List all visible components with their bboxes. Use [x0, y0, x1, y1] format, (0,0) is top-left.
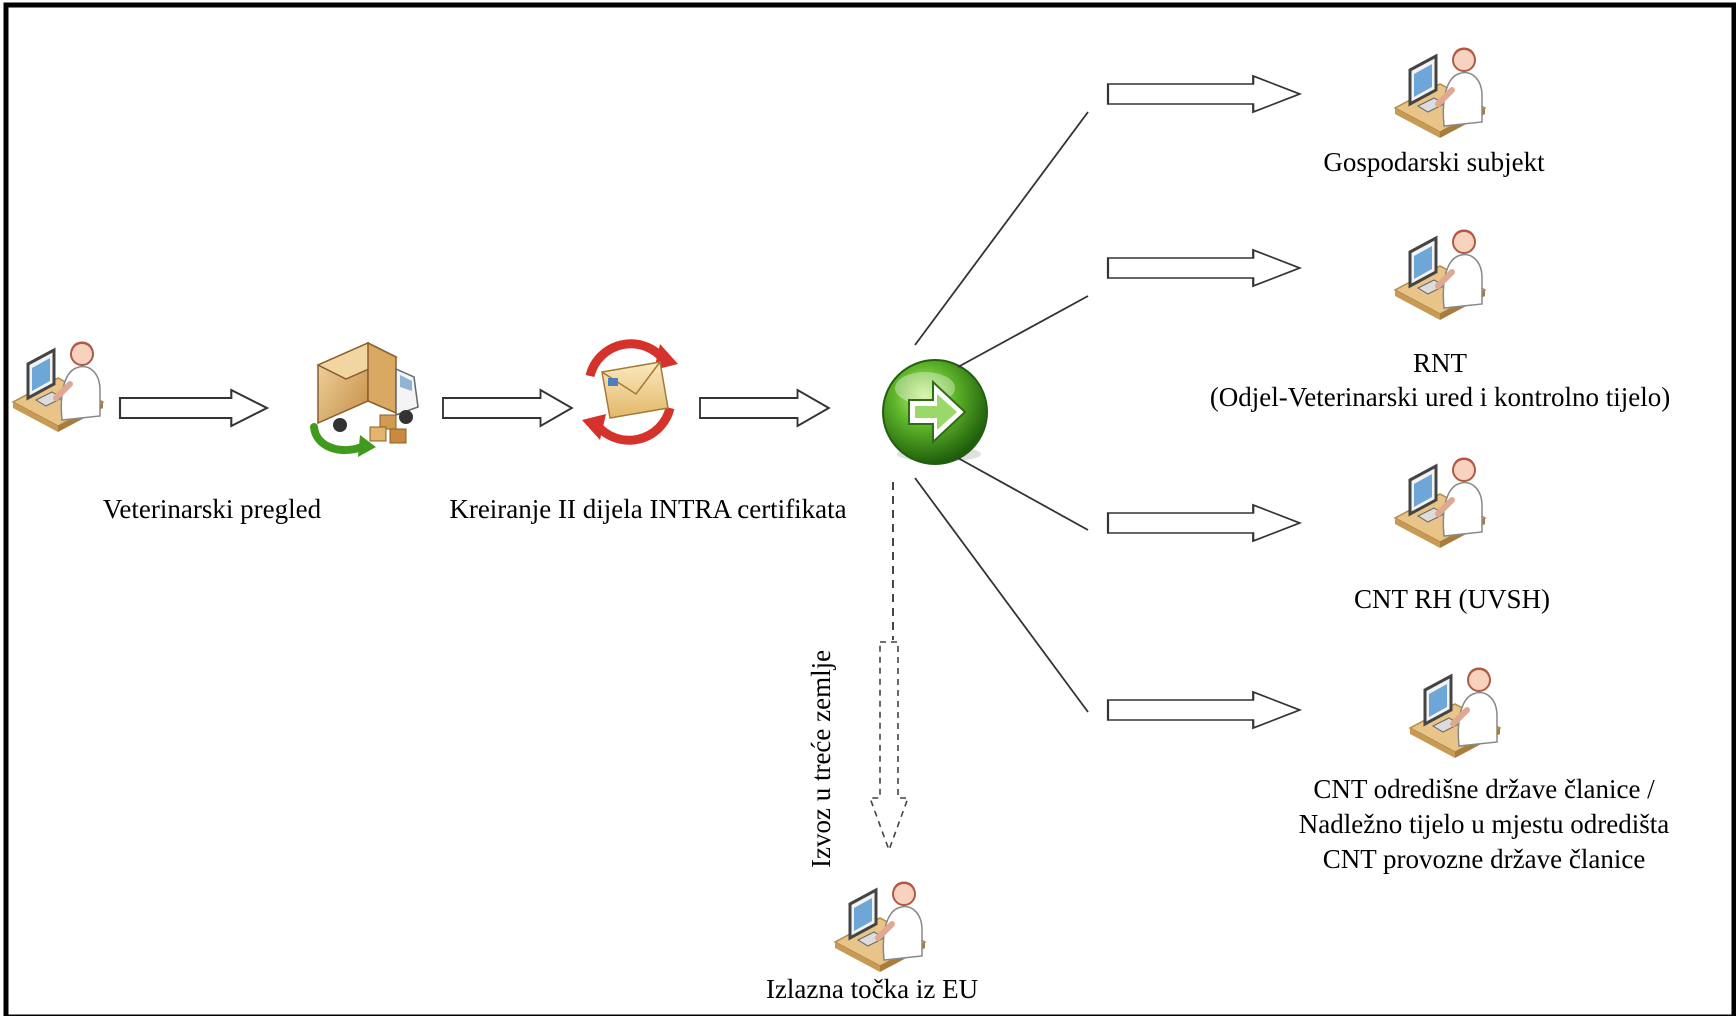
flow-arrow-rnt — [1106, 248, 1303, 288]
branch-line-economic — [914, 111, 1089, 346]
delivery-truck-icon — [310, 341, 419, 457]
label-rnt: RNT — [1413, 348, 1467, 378]
label-vet-inspection: Veterinarski pregled — [102, 494, 322, 524]
branch-line-cnt-rh — [957, 457, 1089, 531]
flow-arrow-cnt-rh — [1106, 503, 1303, 543]
label-exit-point: Izlazna točka iz EU — [765, 974, 979, 1004]
person-icon-vet — [13, 343, 103, 433]
flow-arrow-cnt-dest — [1106, 690, 1303, 730]
export-dashed-arrow — [868, 641, 910, 853]
label-export-third-countries: Izvoz u treće zemlje — [806, 649, 836, 868]
person-icon-cnt-dest — [1410, 669, 1500, 759]
person-icon-cnt-rh — [1395, 459, 1485, 549]
person-icon-rnt — [1395, 231, 1485, 321]
person-icon-exit — [835, 883, 925, 973]
label-create-certificate: Kreiranje II dijela INTRA certifikata — [449, 494, 847, 524]
green-arrow-button-icon — [882, 359, 988, 465]
label-cnt-rh: CNT RH (UVSH) — [1353, 584, 1551, 614]
label-cnt-dest-3: CNT provozne države članice — [1322, 844, 1646, 874]
person-icon-economic — [1395, 49, 1485, 139]
label-economic-operator: Gospodarski subjekt — [1323, 147, 1545, 177]
diagram-frame — [3, 2, 1736, 1016]
branch-line-cnt-dest — [914, 477, 1089, 713]
envelope-refresh-icon — [582, 339, 678, 445]
flow-arrow-3 — [699, 388, 831, 428]
flow-arrow-2 — [442, 388, 574, 428]
label-cnt-dest-2: Nadležno tijelo u mjestu odredišta — [1298, 809, 1670, 839]
flow-arrow-economic — [1106, 74, 1303, 114]
label-cnt-dest-1: CNT odredišne države članice / — [1313, 774, 1655, 804]
branch-line-rnt — [957, 295, 1089, 368]
label-rnt-detail: (Odjel-Veterinarski ured i kontrolno tij… — [1209, 382, 1671, 412]
flow-arrow-1 — [118, 388, 270, 428]
